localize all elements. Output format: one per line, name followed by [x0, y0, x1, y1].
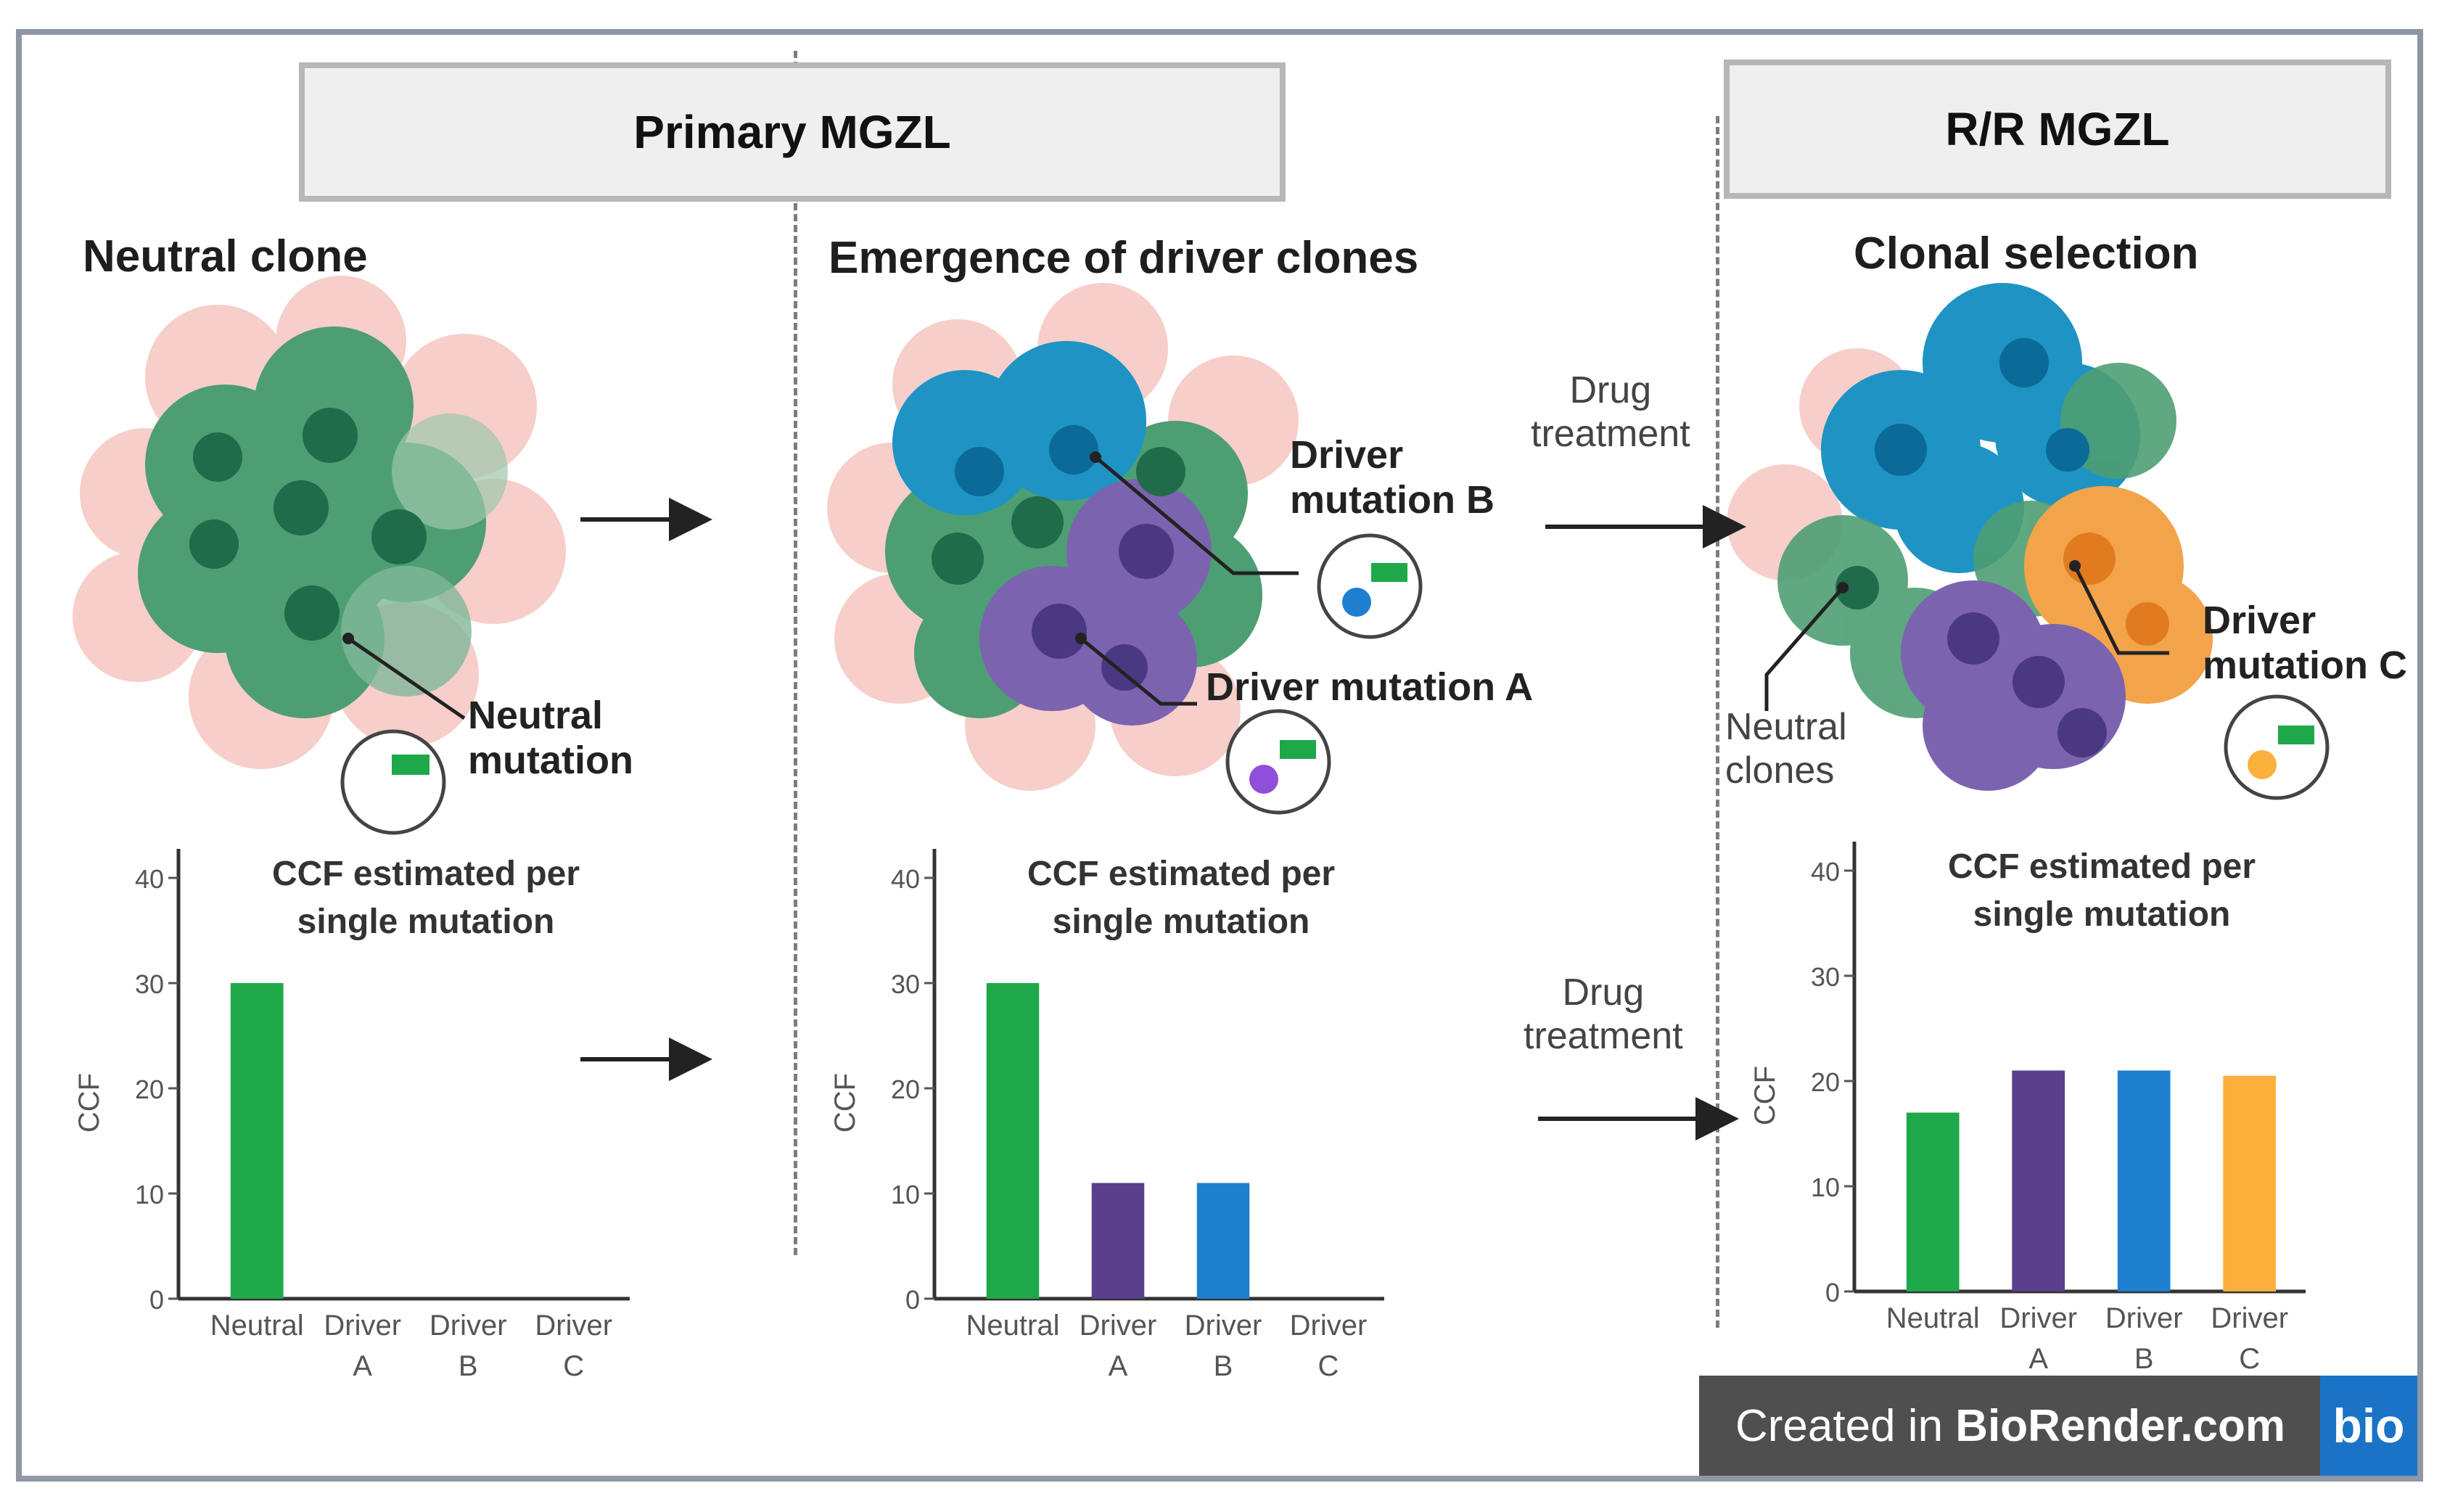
primary-mgzl-header: Primary MGZL: [299, 62, 1286, 202]
y-tick-label: 40: [1811, 857, 1840, 887]
chart-title: CCF estimated per: [1027, 855, 1335, 893]
drug-treatment-top-line1: Drug: [1569, 369, 1652, 411]
x-tick-label: A: [1109, 1350, 1128, 1382]
y-axis-label: CCF: [73, 1073, 105, 1133]
bar-neutral: [230, 983, 284, 1299]
chart-title: CCF estimated per: [1948, 847, 2256, 886]
label-driver-b-line2: mutation B: [1290, 478, 1495, 522]
label-drug-treatment-top: Drug treatment: [1531, 369, 1690, 456]
stage-divider-1: [794, 51, 797, 1255]
label-driver-mutation-a: Driver mutation A: [1206, 665, 1534, 709]
label-driver-b-line1: Driver: [1290, 433, 1404, 477]
bar-driver-a: [1091, 1183, 1145, 1299]
x-tick-label: Driver: [1080, 1310, 1157, 1342]
x-tick-label: B: [459, 1350, 478, 1382]
rr-mgzl-title: R/R MGZL: [1945, 103, 2170, 155]
stage-title-emergence: Emergence of driver clones: [829, 233, 1419, 283]
x-tick-label: Driver: [535, 1310, 612, 1342]
bar-neutral: [1906, 1112, 1960, 1291]
x-tick-label: Driver: [1290, 1310, 1368, 1342]
driver-b-mutation-icon: [1317, 533, 1423, 639]
label-driver-mutation-b: Driver mutation B: [1290, 432, 1495, 522]
neutral-mutation-icon: [340, 729, 446, 835]
label-neutral-mutation-line2: mutation: [468, 739, 633, 782]
y-tick-label: 30: [1811, 962, 1840, 992]
y-tick-label: 10: [891, 1180, 920, 1209]
biorender-logo-icon: bio: [2320, 1376, 2417, 1476]
watermark-prefix: Created in: [1735, 1400, 1956, 1451]
label-driver-c-line2: mutation C: [2203, 644, 2407, 687]
chart-title: single mutation: [1053, 903, 1310, 941]
x-tick-label: Driver: [2105, 1302, 2183, 1334]
chart-title: single mutation: [1973, 895, 2231, 934]
rr-mgzl-header: R/R MGZL: [1724, 59, 2391, 199]
chart-title: CCF estimated per: [272, 855, 580, 893]
y-tick-label: 40: [135, 864, 164, 894]
y-tick-label: 20: [891, 1075, 920, 1104]
bar-driver-b: [2117, 1070, 2171, 1291]
y-axis-label: CCF: [1749, 1066, 1781, 1125]
drug-treatment-bottom-line2: treatment: [1524, 1015, 1683, 1057]
y-tick-label: 20: [135, 1075, 164, 1104]
label-driver-mutation-c: Driver mutation C: [2203, 598, 2407, 688]
watermark-brand: BioRender.com: [1955, 1400, 2286, 1451]
x-tick-label: A: [353, 1350, 372, 1382]
x-tick-label: Driver: [1999, 1302, 2077, 1334]
label-neutral-mutation-line1: Neutral: [468, 694, 604, 737]
y-tick-label: 0: [905, 1285, 920, 1315]
y-tick-label: 20: [1811, 1067, 1840, 1097]
label-neutral-clones: Neutral clones: [1725, 705, 1847, 792]
label-neutral-mutation: Neutral mutation: [468, 693, 633, 783]
bar-driver-a: [2012, 1070, 2065, 1291]
y-tick-label: 10: [1811, 1172, 1840, 1202]
stage-divider-2: [1716, 116, 1719, 1328]
x-tick-label: B: [2134, 1343, 2154, 1375]
biorender-watermark: Created in BioRender.com bio: [1699, 1376, 2417, 1476]
x-tick-label: C: [2239, 1343, 2260, 1375]
x-tick-label: C: [1318, 1350, 1339, 1382]
watermark-text: Created in BioRender.com: [1699, 1400, 2285, 1452]
bar-driver-c: [2223, 1075, 2277, 1291]
driver-c-mutation-icon: [2224, 694, 2330, 800]
driver-a-mutation-icon: [1225, 709, 1331, 815]
label-neutral-clones-line2: clones: [1725, 749, 1835, 792]
label-drug-treatment-bottom: Drug treatment: [1524, 971, 1683, 1058]
y-axis-label: CCF: [829, 1073, 861, 1133]
x-tick-label: A: [2028, 1343, 2048, 1375]
x-tick-label: Driver: [429, 1310, 507, 1342]
neutral-clone-cluster: [73, 276, 566, 835]
x-tick-label: Neutral: [966, 1310, 1060, 1342]
x-tick-label: Driver: [2211, 1302, 2288, 1334]
x-tick-label: Neutral: [210, 1310, 304, 1342]
drug-treatment-top-line2: treatment: [1531, 413, 1690, 455]
driver-emergence-cluster: [827, 283, 1423, 815]
y-tick-label: 40: [891, 864, 920, 894]
y-tick-label: 0: [149, 1285, 164, 1315]
stage-title-neutral: Neutral clone: [83, 231, 368, 282]
label-neutral-clones-line1: Neutral: [1725, 706, 1847, 748]
y-tick-label: 30: [891, 969, 920, 999]
drug-treatment-bottom-line1: Drug: [1562, 971, 1645, 1014]
bar-driver-b: [1196, 1183, 1250, 1299]
primary-mgzl-title: Primary MGZL: [633, 106, 951, 158]
x-tick-label: B: [1214, 1350, 1233, 1382]
y-tick-label: 30: [135, 969, 164, 999]
x-tick-label: Driver: [324, 1310, 401, 1342]
label-driver-c-line1: Driver: [2203, 599, 2316, 642]
y-tick-label: 0: [1825, 1278, 1840, 1307]
stage-title-selection: Clonal selection: [1854, 229, 2199, 279]
bar-neutral: [986, 983, 1040, 1299]
x-tick-label: C: [563, 1350, 584, 1382]
chart-title: single mutation: [297, 903, 555, 941]
y-tick-label: 10: [135, 1180, 164, 1209]
clonal-selection-cluster: [1727, 283, 2330, 800]
x-tick-label: Driver: [1185, 1310, 1262, 1342]
x-tick-label: Neutral: [1886, 1302, 1980, 1334]
